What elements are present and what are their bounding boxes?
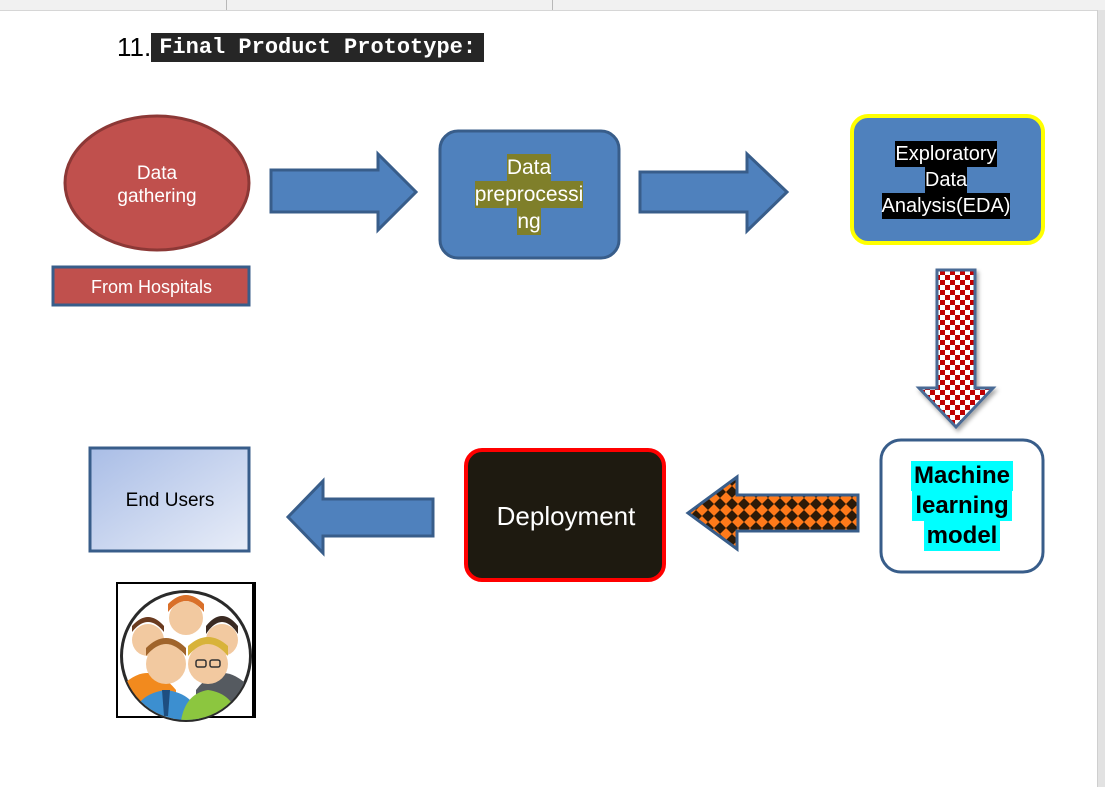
data-gathering-ellipse: [63, 114, 251, 252]
page-heading: 11. Final Product Prototype:: [117, 30, 485, 64]
label-line: From Hospitals: [90, 277, 213, 297]
arrow-right-2: [638, 150, 790, 235]
vertical-scrollbar[interactable]: [1097, 10, 1105, 787]
deployment-label: Deployment: [468, 452, 664, 580]
label-line: learning: [912, 491, 1012, 521]
arrow-left-patterned: [685, 474, 860, 552]
tab-separator: [552, 0, 553, 10]
eda-label: Exploratory Data Analysis(EDA): [856, 140, 1036, 220]
label-line: Data: [506, 153, 552, 181]
label-line: ng: [517, 207, 541, 235]
data-gathering-label: Data gathering: [67, 150, 247, 220]
window-top-strip: [0, 0, 1105, 11]
label-line: Deployment: [496, 500, 636, 531]
label-line: preprocessi: [474, 180, 584, 208]
from-hospitals-label: From Hospitals: [55, 270, 248, 304]
label-line: Data: [924, 167, 968, 193]
group-of-people-icon: [116, 582, 256, 722]
machine-learning-label: Machine learning model: [882, 458, 1042, 554]
end-users-label: End Users: [92, 452, 248, 550]
deployment-box: [464, 448, 666, 582]
from-hospitals-box: [51, 265, 251, 307]
arrow-right-1: [269, 150, 419, 234]
arrow-down: [915, 268, 997, 430]
label-line: End Users: [125, 490, 215, 511]
label-line: Machine: [910, 461, 1014, 491]
heading-title: Final Product Prototype:: [151, 32, 485, 62]
heading-number: 11.: [117, 31, 152, 62]
tab-separator: [226, 0, 227, 10]
data-preprocessing-label: Data preprocessi ng: [441, 152, 617, 236]
label-line: Exploratory: [895, 141, 997, 167]
label-line: model: [923, 521, 1001, 551]
label-line: gathering: [117, 186, 197, 207]
arrow-left-blue: [285, 477, 435, 557]
label-line: Analysis(EDA): [881, 193, 1011, 219]
end-users-box: [88, 446, 251, 553]
label-line: Data: [136, 163, 178, 184]
